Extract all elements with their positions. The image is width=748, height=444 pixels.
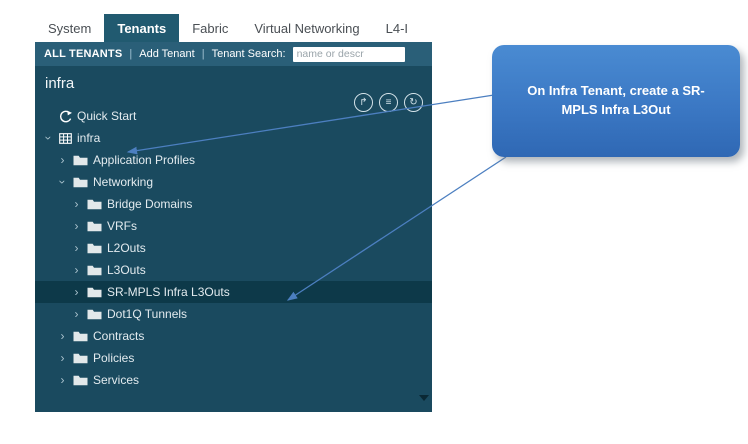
tree-item-l3outs[interactable]: › L3Outs bbox=[35, 259, 432, 281]
folder-icon bbox=[73, 331, 88, 342]
chevron-collapsed-icon[interactable]: › bbox=[60, 351, 65, 365]
tree-item-infra[interactable]: › infra bbox=[35, 127, 432, 149]
tree-item-networking[interactable]: › Networking bbox=[35, 171, 432, 193]
folder-icon bbox=[73, 177, 88, 188]
tree-item-sr-mpls-infra-l3outs[interactable]: › SR-MPLS Infra L3Outs bbox=[35, 281, 432, 303]
tree-item-label: Contracts bbox=[93, 329, 145, 343]
list-options-icon[interactable]: ≡ bbox=[379, 93, 398, 112]
separator: | bbox=[201, 48, 205, 60]
tree-item-policies[interactable]: › Policies bbox=[35, 347, 432, 369]
tree-item-vrfs[interactable]: › VRFs bbox=[35, 215, 432, 237]
folder-icon bbox=[87, 265, 102, 276]
folder-icon bbox=[73, 353, 88, 364]
add-tenant-link[interactable]: Add Tenant bbox=[139, 48, 195, 60]
callout-text: On Infra Tenant, create a SR-MPLS Infra … bbox=[527, 83, 705, 117]
tree-item-label: Networking bbox=[93, 175, 154, 189]
chevron-collapsed-icon[interactable]: › bbox=[74, 263, 79, 277]
apic-app-window: System Tenants Fabric Virtual Networking L4-… bbox=[35, 14, 432, 412]
tenant-search-input[interactable] bbox=[292, 46, 405, 62]
navigation-tree: Quick Start › infra › Application Profiles › N… bbox=[35, 105, 432, 391]
grid-icon bbox=[59, 132, 72, 144]
tree-item-application-profiles[interactable]: › Application Profiles bbox=[35, 149, 432, 171]
tree-item-label: infra bbox=[77, 131, 101, 145]
tree-item-quick-start[interactable]: Quick Start bbox=[35, 105, 432, 127]
chevron-collapsed-icon[interactable]: › bbox=[74, 307, 79, 321]
folder-icon bbox=[87, 243, 102, 254]
tree-item-dot1q-tunnels[interactable]: › Dot1Q Tunnels bbox=[35, 303, 432, 325]
menu-tab-virtual-networking[interactable]: Virtual Networking bbox=[254, 20, 360, 36]
refresh-icon[interactable]: ↻ bbox=[404, 93, 423, 112]
tree-item-label: Policies bbox=[93, 351, 135, 365]
folder-icon bbox=[87, 287, 102, 298]
chevron-collapsed-icon[interactable]: › bbox=[74, 219, 79, 233]
pane-title: infra bbox=[45, 75, 75, 92]
chevron-collapsed-icon[interactable]: › bbox=[74, 197, 79, 211]
tree-item-label: Application Profiles bbox=[93, 153, 196, 167]
tree-item-services[interactable]: › Services bbox=[35, 369, 432, 391]
tree-item-label: L3Outs bbox=[107, 263, 146, 277]
chevron-expanded-icon[interactable]: › bbox=[41, 136, 56, 140]
tree-item-label: Quick Start bbox=[77, 109, 137, 123]
quickstart-icon bbox=[59, 110, 72, 123]
tree-item-l2outs[interactable]: › L2Outs bbox=[35, 237, 432, 259]
callout-bubble: On Infra Tenant, create a SR-MPLS Infra … bbox=[492, 45, 740, 157]
tenant-subheader: ALL TENANTS | Add Tenant | Tenant Search… bbox=[35, 42, 432, 66]
folder-icon bbox=[87, 221, 102, 232]
chevron-collapsed-icon[interactable]: › bbox=[60, 153, 65, 167]
tree-item-bridge-domains[interactable]: › Bridge Domains bbox=[35, 193, 432, 215]
all-tenants-link[interactable]: ALL TENANTS bbox=[44, 48, 123, 60]
tree-item-label: Dot1Q Tunnels bbox=[107, 307, 188, 321]
menu-tab-system[interactable]: System bbox=[48, 20, 92, 36]
tree-item-label: L2Outs bbox=[107, 241, 146, 255]
tenant-search-label: Tenant Search: bbox=[211, 48, 286, 60]
chevron-collapsed-icon[interactable]: › bbox=[74, 285, 79, 299]
scrollbar-arrow-icon[interactable] bbox=[419, 395, 429, 401]
tree-item-label: SR-MPLS Infra L3Outs bbox=[107, 285, 230, 299]
tree-item-label: Bridge Domains bbox=[107, 197, 193, 211]
tree-item-label: VRFs bbox=[107, 219, 137, 233]
folder-icon bbox=[73, 375, 88, 386]
folder-icon bbox=[73, 155, 88, 166]
pane-toolbar: ↱ ≡ ↻ bbox=[354, 93, 423, 112]
exit-arrow-icon[interactable]: ↱ bbox=[354, 93, 373, 112]
chevron-collapsed-icon[interactable]: › bbox=[60, 329, 65, 343]
menu-tab-tenants[interactable]: Tenants bbox=[104, 14, 180, 42]
chevron-collapsed-icon[interactable]: › bbox=[60, 373, 65, 387]
folder-icon bbox=[87, 309, 102, 320]
menu-tab-fabric[interactable]: Fabric bbox=[192, 20, 229, 36]
chevron-collapsed-icon[interactable]: › bbox=[74, 241, 79, 255]
tree-item-contracts[interactable]: › Contracts bbox=[35, 325, 432, 347]
menu-tabs: System Tenants Fabric Virtual Networking L4-… bbox=[35, 14, 432, 42]
navigation-pane: infra ↱ ≡ ↻ Quick Start › infra › Application … bbox=[35, 66, 432, 412]
folder-icon bbox=[87, 199, 102, 210]
menu-tab-l4-i[interactable]: L4-I bbox=[385, 20, 409, 36]
tree-item-label: Services bbox=[93, 373, 140, 387]
separator: | bbox=[129, 48, 133, 60]
chevron-expanded-icon[interactable]: › bbox=[55, 180, 70, 184]
